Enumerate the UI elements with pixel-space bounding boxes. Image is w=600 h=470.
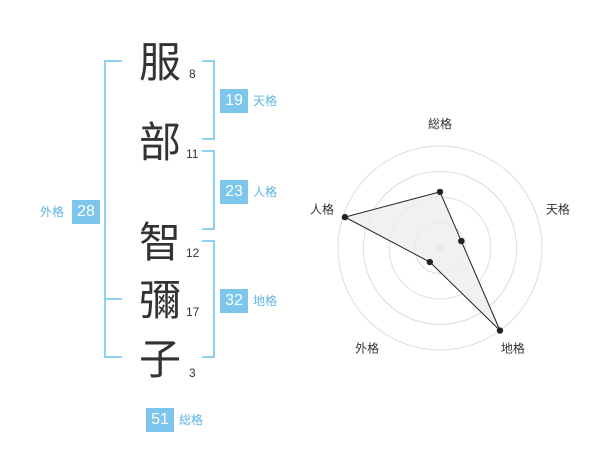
radar-axis-label-0: 総格 [428, 116, 452, 131]
gaikaku-bracket [104, 60, 122, 358]
name-char-3: 智 [138, 218, 181, 267]
soukaku-label: 総格 [179, 413, 204, 427]
tenkaku-bracket [202, 60, 215, 140]
radar-point-1 [458, 237, 465, 245]
name-char-4: 彌 [138, 276, 181, 325]
jinkaku-label: 人格 [253, 185, 278, 199]
radar-axis-label-1: 天格 [546, 202, 570, 217]
radar-ring-4 [337, 145, 543, 351]
tenkaku-label: 天格 [253, 94, 278, 108]
chikaku-label: 地格 [253, 294, 278, 308]
radar-points [341, 188, 504, 334]
radar-point-4 [341, 213, 349, 221]
tenkaku-value-badge: 19 [220, 89, 248, 113]
soukaku-value-badge: 51 [146, 408, 174, 432]
stroke-count-5: 3 [189, 366, 196, 380]
jinkaku-bracket [202, 150, 215, 230]
radar-point-0 [436, 188, 444, 196]
stroke-count-4: 17 [186, 305, 200, 319]
radar-point-3 [426, 258, 434, 266]
radar-axis-label-4: 人格 [310, 202, 334, 217]
gaikaku-label: 外格 [40, 205, 65, 219]
stroke-count-2: 11 [186, 147, 199, 161]
radar-ring-3 [363, 171, 517, 325]
jinkaku-value-badge: 23 [220, 180, 248, 204]
radar-area [343, 191, 501, 331]
gaikaku-bracket-tick [104, 298, 122, 300]
chikaku-bracket [202, 240, 215, 358]
radar-axis-label-3: 外格 [355, 340, 379, 355]
radar-point-2 [496, 327, 504, 334]
chikaku-value-badge: 32 [220, 289, 248, 313]
gaikaku-value-badge: 28 [72, 200, 100, 224]
name-char-2: 部 [138, 118, 181, 167]
radar-axis-label-2: 地格 [501, 340, 525, 355]
name-char-1: 服 [138, 38, 181, 87]
stroke-count-3: 12 [186, 246, 200, 260]
name-char-5: 子 [138, 335, 181, 384]
stroke-count-1: 8 [189, 67, 196, 81]
